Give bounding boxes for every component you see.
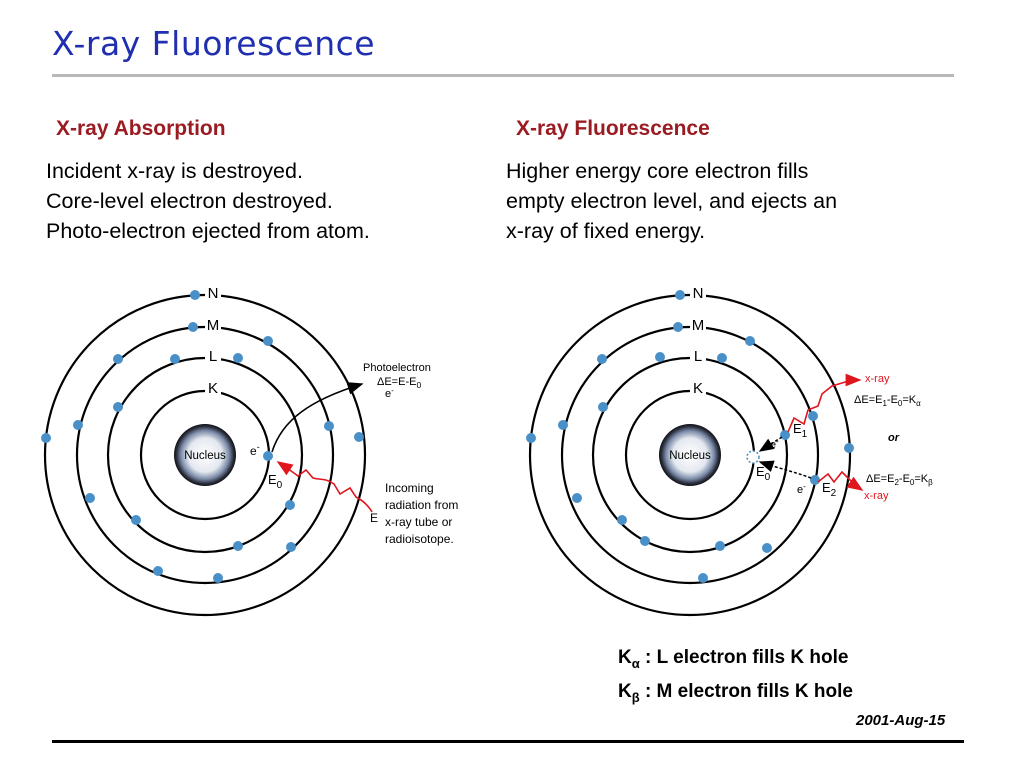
shell-label-m: M bbox=[207, 317, 220, 334]
electron bbox=[558, 420, 568, 430]
slide-title: X-ray Fluorescence bbox=[52, 24, 376, 63]
nucleus-label: Nucleus bbox=[184, 450, 226, 462]
incoming-line: radioisotope. bbox=[385, 532, 454, 546]
left-line: Incident x-ray is destroyed. bbox=[46, 159, 303, 183]
incoming-line: Incoming bbox=[385, 481, 434, 495]
electron bbox=[572, 493, 582, 503]
electron bbox=[233, 541, 243, 551]
vacated-electron-e: e- bbox=[250, 442, 260, 458]
k-alpha-line: Kα : L electron fills K hole bbox=[618, 647, 849, 671]
kb-equation: ΔE=E2-E0=Kβ bbox=[866, 473, 933, 487]
left-line: Photo-electron ejected from atom. bbox=[46, 219, 370, 243]
electron bbox=[73, 420, 83, 430]
nucleus bbox=[659, 424, 721, 486]
right-description: Higher energy core electron fills empty … bbox=[506, 156, 837, 246]
electron bbox=[170, 354, 180, 364]
electron bbox=[640, 536, 650, 546]
xray-kb-arrow bbox=[817, 470, 864, 491]
shell-label-k: K bbox=[208, 380, 218, 397]
electron bbox=[698, 573, 708, 583]
xray-top-label: x-ray bbox=[865, 373, 890, 385]
e-minus-bottom: e- bbox=[797, 482, 806, 496]
incoming-e-label: E bbox=[370, 511, 378, 525]
k-beta-line: Kβ : M electron fills K hole bbox=[618, 680, 853, 705]
electron bbox=[717, 353, 727, 363]
electron bbox=[113, 354, 123, 364]
photoelectron-equation: ΔE=E-E0 bbox=[377, 376, 421, 390]
shell-label-m: M bbox=[692, 317, 705, 334]
left-description: Incident x-ray is destroyed. Core-level … bbox=[46, 156, 370, 246]
electron bbox=[190, 290, 200, 300]
shell-label-k: K bbox=[693, 380, 703, 397]
shell-label-n: N bbox=[693, 285, 704, 302]
e0-label: E0 bbox=[756, 464, 771, 483]
photoelectron-e: e- bbox=[385, 386, 394, 400]
electron bbox=[844, 443, 854, 453]
right-heading: X-ray Fluorescence bbox=[516, 117, 710, 140]
electron bbox=[617, 515, 627, 525]
e2-label: E2 bbox=[822, 480, 837, 499]
nucleus bbox=[174, 424, 236, 486]
electron-e1 bbox=[780, 430, 790, 440]
left-atom: Nucleus N M L K bbox=[41, 283, 458, 617]
xray-bottom-label: x-ray bbox=[864, 490, 889, 502]
right-atom: Nucleus N M L K bbox=[526, 283, 933, 617]
left-line: Core-level electron destroyed. bbox=[46, 189, 333, 213]
title-divider bbox=[52, 74, 954, 77]
e1-transition-arrow bbox=[758, 436, 783, 452]
left-heading: X-ray Absorption bbox=[56, 117, 226, 140]
electron bbox=[286, 542, 296, 552]
electron bbox=[263, 336, 273, 346]
nucleus-label: Nucleus bbox=[669, 450, 711, 462]
electron bbox=[233, 353, 243, 363]
ka-equation: ΔE=E1-E0=Kα bbox=[854, 394, 921, 408]
electron bbox=[526, 433, 536, 443]
electron bbox=[762, 543, 772, 553]
photoelectron-label: Photoelectron bbox=[363, 362, 431, 374]
e2-transition-arrow bbox=[758, 460, 812, 479]
e-minus-top: e- bbox=[770, 437, 779, 451]
electron bbox=[131, 515, 141, 525]
footer-divider bbox=[52, 740, 964, 743]
electron bbox=[113, 402, 123, 412]
photoelectron-arrow bbox=[271, 382, 364, 453]
electron bbox=[213, 573, 223, 583]
e0-label: E0 bbox=[268, 472, 283, 491]
electron bbox=[655, 352, 665, 362]
right-line: x-ray of fixed energy. bbox=[506, 219, 706, 243]
electron bbox=[324, 421, 334, 431]
incoming-line: radiation from bbox=[385, 498, 458, 512]
xray-ka-arrow bbox=[787, 373, 862, 433]
electron bbox=[285, 500, 295, 510]
slide-date: 2001-Aug-15 bbox=[856, 712, 946, 729]
electron bbox=[715, 541, 725, 551]
electron bbox=[153, 566, 163, 576]
electron bbox=[41, 433, 51, 443]
shell-label-l: L bbox=[209, 348, 217, 365]
incoming-line: x-ray tube or bbox=[385, 515, 452, 529]
shell-label-n: N bbox=[208, 285, 219, 302]
electron bbox=[673, 322, 683, 332]
electron-e2 bbox=[810, 475, 820, 485]
shell-label-l: L bbox=[694, 348, 702, 365]
e1-label: E1 bbox=[793, 421, 808, 440]
k-shell-hole bbox=[746, 450, 760, 464]
electron bbox=[597, 354, 607, 364]
electron bbox=[85, 493, 95, 503]
electron bbox=[745, 336, 755, 346]
or-label: or bbox=[888, 432, 900, 444]
electron bbox=[808, 411, 818, 421]
k-line-legend: Kα : L electron fills K hole Kβ : M elec… bbox=[618, 644, 853, 712]
electron bbox=[188, 322, 198, 332]
electron bbox=[675, 290, 685, 300]
right-line: Higher energy core electron fills bbox=[506, 159, 809, 183]
electron bbox=[598, 402, 608, 412]
electron-vacated bbox=[263, 451, 273, 461]
right-line: empty electron level, and ejects an bbox=[506, 189, 838, 213]
electron bbox=[354, 432, 364, 442]
incoming-xray-arrow bbox=[276, 461, 373, 513]
